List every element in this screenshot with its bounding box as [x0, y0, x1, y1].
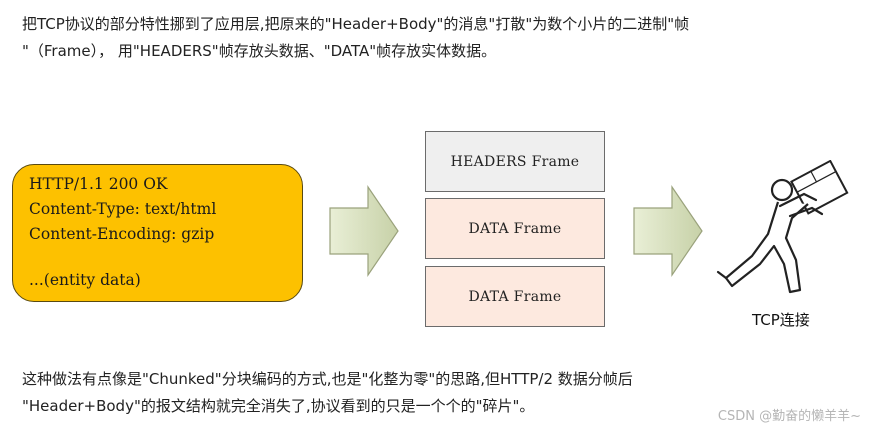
tcp-connection-label: TCP连接 [752, 311, 810, 329]
http-message-box: HTTP/1.1 200 OK Content-Type: text/html … [12, 164, 303, 302]
http-entity-data-line: ...(entity data) [29, 271, 141, 289]
conclusion-paragraph: 这种做法有点像是"Chunked"分块编码的方式,也是"化整为零"的思路,但HT… [22, 366, 633, 420]
conclusion-line-2: "Header+Body"的报文结构就完全消失了,协议看到的只是一个个的"碎片"… [22, 397, 535, 415]
intro-paragraph: 把TCP协议的部分特性挪到了应用层,把原来的"Header+Body"的消息"打… [22, 11, 689, 65]
data-frame: DATA Frame [425, 198, 605, 259]
right-arrow-icon [633, 185, 703, 277]
conclusion-line-1: 这种做法有点像是"Chunked"分块编码的方式,也是"化整为零"的思路,但HT… [22, 370, 633, 388]
intro-line-1: 把TCP协议的部分特性挪到了应用层,把原来的"Header+Body"的消息"打… [22, 15, 690, 33]
running-person-carrying-box-icon [716, 160, 849, 294]
csdn-watermark: CSDN @勤奋的懒羊羊~ [717, 409, 861, 424]
headers-frame-label: HEADERS Frame [450, 153, 580, 170]
data-frame: DATA Frame [425, 266, 605, 327]
http-content-type-line: Content-Type: text/html [29, 200, 217, 218]
data-frame-label: DATA Frame [468, 288, 562, 305]
http-content-encoding-line: Content-Encoding: gzip [29, 225, 215, 243]
data-frame-label: DATA Frame [468, 220, 562, 237]
right-arrow-icon [329, 185, 399, 277]
intro-line-2: "（Frame）， 用"HEADERS"帧存放头数据、"DATA"帧存放实体数据… [22, 42, 497, 60]
http-status-line: HTTP/1.1 200 OK [29, 175, 168, 193]
headers-frame: HEADERS Frame [425, 131, 605, 192]
